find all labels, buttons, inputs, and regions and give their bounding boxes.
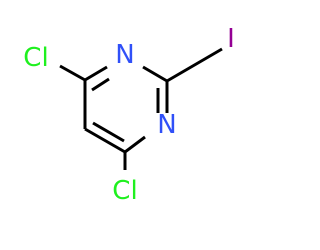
atom-cl4: Cl (23, 43, 48, 73)
bond-c4-cl4 (59, 64, 86, 82)
bond-c6-c5 (84, 127, 126, 154)
atom-n3: N (115, 40, 134, 70)
bond-c2-i (166, 47, 223, 83)
molecule-drawing: N N Cl Cl I (23, 24, 235, 206)
bond-n1-c6 (124, 135, 146, 154)
atom-n1: N (157, 110, 176, 140)
bond-n3-c2 (142, 65, 168, 83)
bond-c4-n3-inner (91, 77, 110, 92)
atom-cl6: Cl (112, 176, 137, 206)
molecule-structure: N N Cl Cl I (23, 24, 235, 206)
bond-c6-c5-inner (92, 121, 125, 143)
atom-i2: I (227, 24, 235, 54)
bond-c4-n3 (84, 65, 108, 82)
